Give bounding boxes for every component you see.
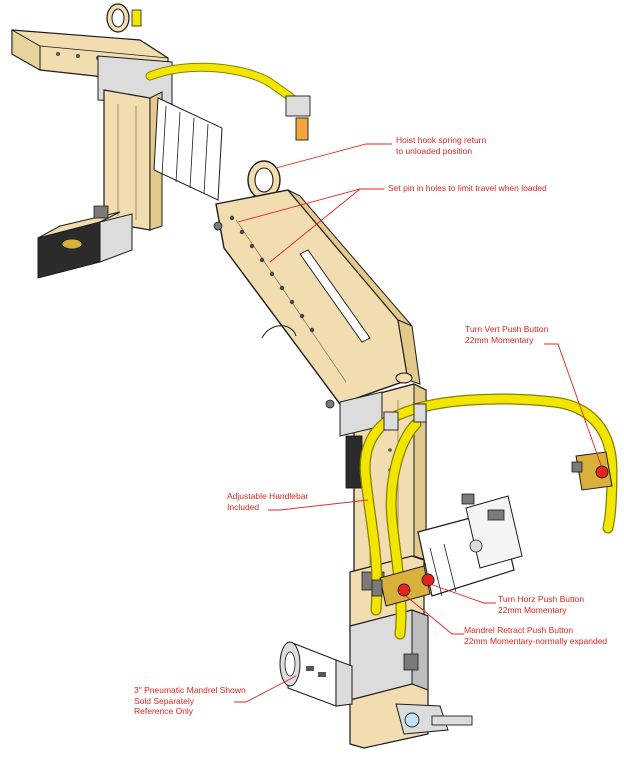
turn-horz-button <box>421 573 435 587</box>
callout-hoist-hook-line2: to unloaded position <box>396 145 473 156</box>
leader-hoist-hook <box>275 143 392 169</box>
leader-turn-vert <box>544 343 603 469</box>
pin-holes <box>229 215 315 333</box>
leader-handlebar <box>268 499 369 511</box>
secondary-cylinder <box>153 97 223 201</box>
callout-handlebar-line2: Included <box>227 501 260 512</box>
callout-turn-vert-line1: Turn Vert Push Button <box>465 324 549 334</box>
main-assembly-view <box>213 160 618 749</box>
leader-set-pin-b <box>269 188 361 263</box>
column-brackets <box>213 221 383 489</box>
secondary-assembly-view <box>11 3 311 279</box>
callout-mandrel-retract-line1: Mandrel Retract Push Button <box>464 625 574 635</box>
leader-mandrel-retract <box>405 595 464 635</box>
callout-turn-vert: Turn Vert Push Button 22mm Momentary <box>465 324 548 345</box>
callout-handlebar: Adjustable Handlebar Included <box>227 491 308 512</box>
callout-turn-vert-line2: 22mm Momentary <box>465 334 534 345</box>
air-cylinder <box>417 493 523 597</box>
callout-hoist-hook: Hoist hook spring return to unloaded pos… <box>396 135 486 156</box>
callout-turn-horz: Turn Horz Push Button 22mm Momentary <box>498 594 584 615</box>
turn-vert-button <box>571 451 613 491</box>
callout-set-pin-line1: Set pin in holes to limit travel when lo… <box>388 183 547 193</box>
callout-mandrel-retract: Mandrel Retract Push Button 22mm Momenta… <box>464 625 607 646</box>
leader-pneumatic-mandrel <box>234 675 297 703</box>
secondary-column <box>103 89 163 231</box>
callout-set-pin: Set pin in holes to limit travel when lo… <box>388 183 547 194</box>
secondary-hoist-hook <box>106 3 142 33</box>
secondary-hose-fitting <box>285 95 311 141</box>
secondary-base <box>37 205 133 279</box>
leader-turn-horz <box>429 583 496 604</box>
callout-hoist-hook-line1: Hoist hook spring return <box>396 135 487 145</box>
callout-handlebar-line1: Adjustable Handlebar <box>227 491 309 501</box>
callout-turn-horz-line1: Turn Horz Push Button <box>498 594 585 604</box>
pneumatic-mandrel <box>279 641 353 707</box>
column-knob <box>395 372 413 384</box>
callout-pneumatic-mandrel-line3: Reference Only <box>134 706 194 716</box>
arm-body <box>215 189 421 405</box>
callout-turn-horz-line2: 22mm Momentary <box>498 604 567 615</box>
callout-mandrel-retract-line2: 22mm Momentary-normally expanded <box>464 635 608 646</box>
callout-pneumatic-mandrel-line2: Sold Separately <box>134 695 195 706</box>
callout-leaders <box>234 143 603 703</box>
mandrel-retract-button <box>397 583 411 597</box>
wire-loop <box>261 325 297 339</box>
callout-pneumatic-mandrel: 3" Pneumatic Mandrel Shown Sold Separate… <box>134 685 246 717</box>
callout-pneumatic-mandrel-line1: 3" Pneumatic Mandrel Shown <box>134 685 246 695</box>
base-block <box>349 609 473 749</box>
